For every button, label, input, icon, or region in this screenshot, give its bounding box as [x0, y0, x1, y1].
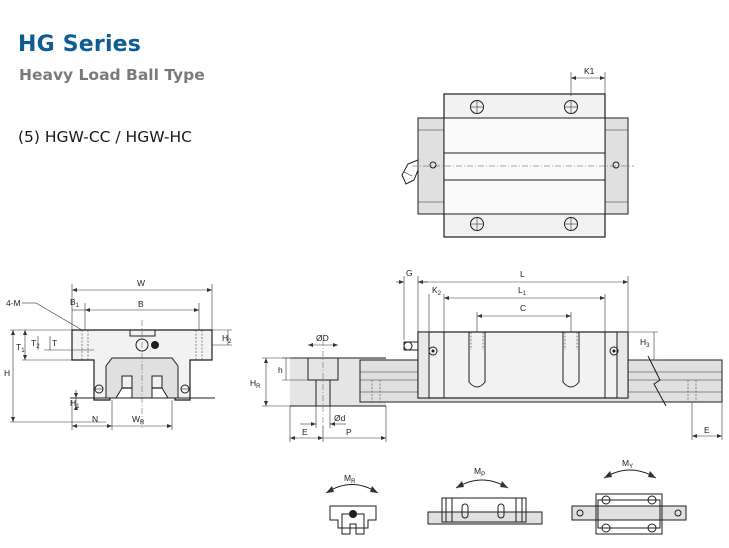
- series-subtitle: Heavy Load Ball Type: [19, 66, 205, 84]
- dim-n: N: [92, 414, 98, 424]
- dim-h: H: [4, 368, 10, 378]
- dim-h2: H2: [222, 333, 232, 345]
- side-view: G L K2 L1 C H3 E: [359, 268, 723, 440]
- dim-h3: H3: [640, 337, 650, 349]
- dim-w: W: [137, 278, 145, 288]
- bolt-hole: [564, 100, 578, 114]
- dim-g: G: [406, 268, 413, 278]
- dim-wr: WR: [132, 414, 145, 426]
- moment-mr-icon: MR: [325, 473, 379, 535]
- dim-e: E: [302, 427, 308, 437]
- dim-4m: 4-M: [6, 298, 21, 308]
- svg-text:MY: MY: [622, 458, 633, 470]
- series-title: HG Series: [18, 32, 142, 57]
- dim-l: L: [520, 269, 525, 279]
- bolt-hole: [564, 217, 578, 231]
- grease-nipple-icon: [401, 159, 419, 185]
- dim-h1: H1: [70, 398, 80, 410]
- bolt-hole: [470, 100, 484, 114]
- grease-nipple-icon: [403, 341, 419, 351]
- moment-mp-icon: MP: [427, 466, 543, 525]
- dim-b1: B1: [70, 297, 80, 309]
- dim-small-h: h: [278, 365, 283, 375]
- dim-od-small: Ød: [334, 413, 346, 423]
- dim-hr: HR: [250, 378, 261, 390]
- svg-text:MR: MR: [344, 473, 356, 485]
- dim-l1: L1: [518, 285, 527, 297]
- svg-text:MP: MP: [474, 466, 485, 478]
- model-heading: (5) HGW-CC / HGW-HC: [18, 128, 192, 146]
- bolt-hole: [470, 217, 484, 231]
- dim-c: C: [520, 303, 526, 313]
- top-view: K1: [401, 66, 634, 238]
- dim-e-right: E: [704, 425, 710, 435]
- front-view: W B B1 4-M H T1 T2 T: [4, 278, 232, 430]
- dim-t: T: [52, 338, 57, 348]
- dim-t1: T1: [16, 342, 25, 354]
- dim-p: P: [346, 427, 352, 437]
- dim-t2: T2: [31, 338, 40, 350]
- dim-b: B: [138, 299, 144, 309]
- dim-od: ØD: [316, 333, 329, 343]
- dim-k2: K2: [432, 285, 442, 297]
- dim-k1: K1: [584, 66, 595, 76]
- moment-my-icon: MY: [571, 458, 687, 535]
